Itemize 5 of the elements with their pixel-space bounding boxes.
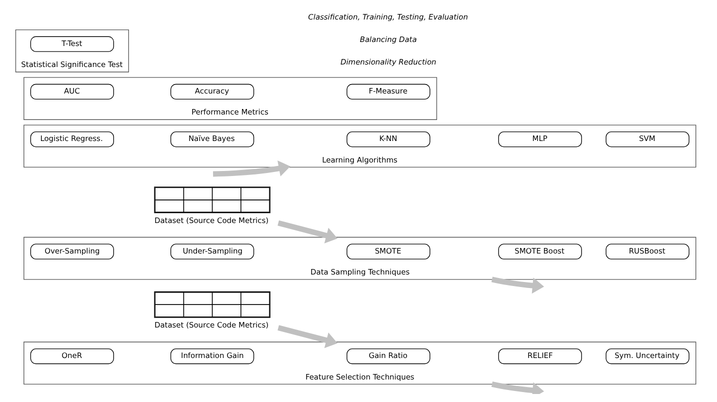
arrow — [213, 160, 290, 177]
arrow — [491, 276, 544, 294]
arrow — [278, 325, 338, 348]
arrow — [278, 220, 338, 244]
arrow — [491, 382, 544, 394]
